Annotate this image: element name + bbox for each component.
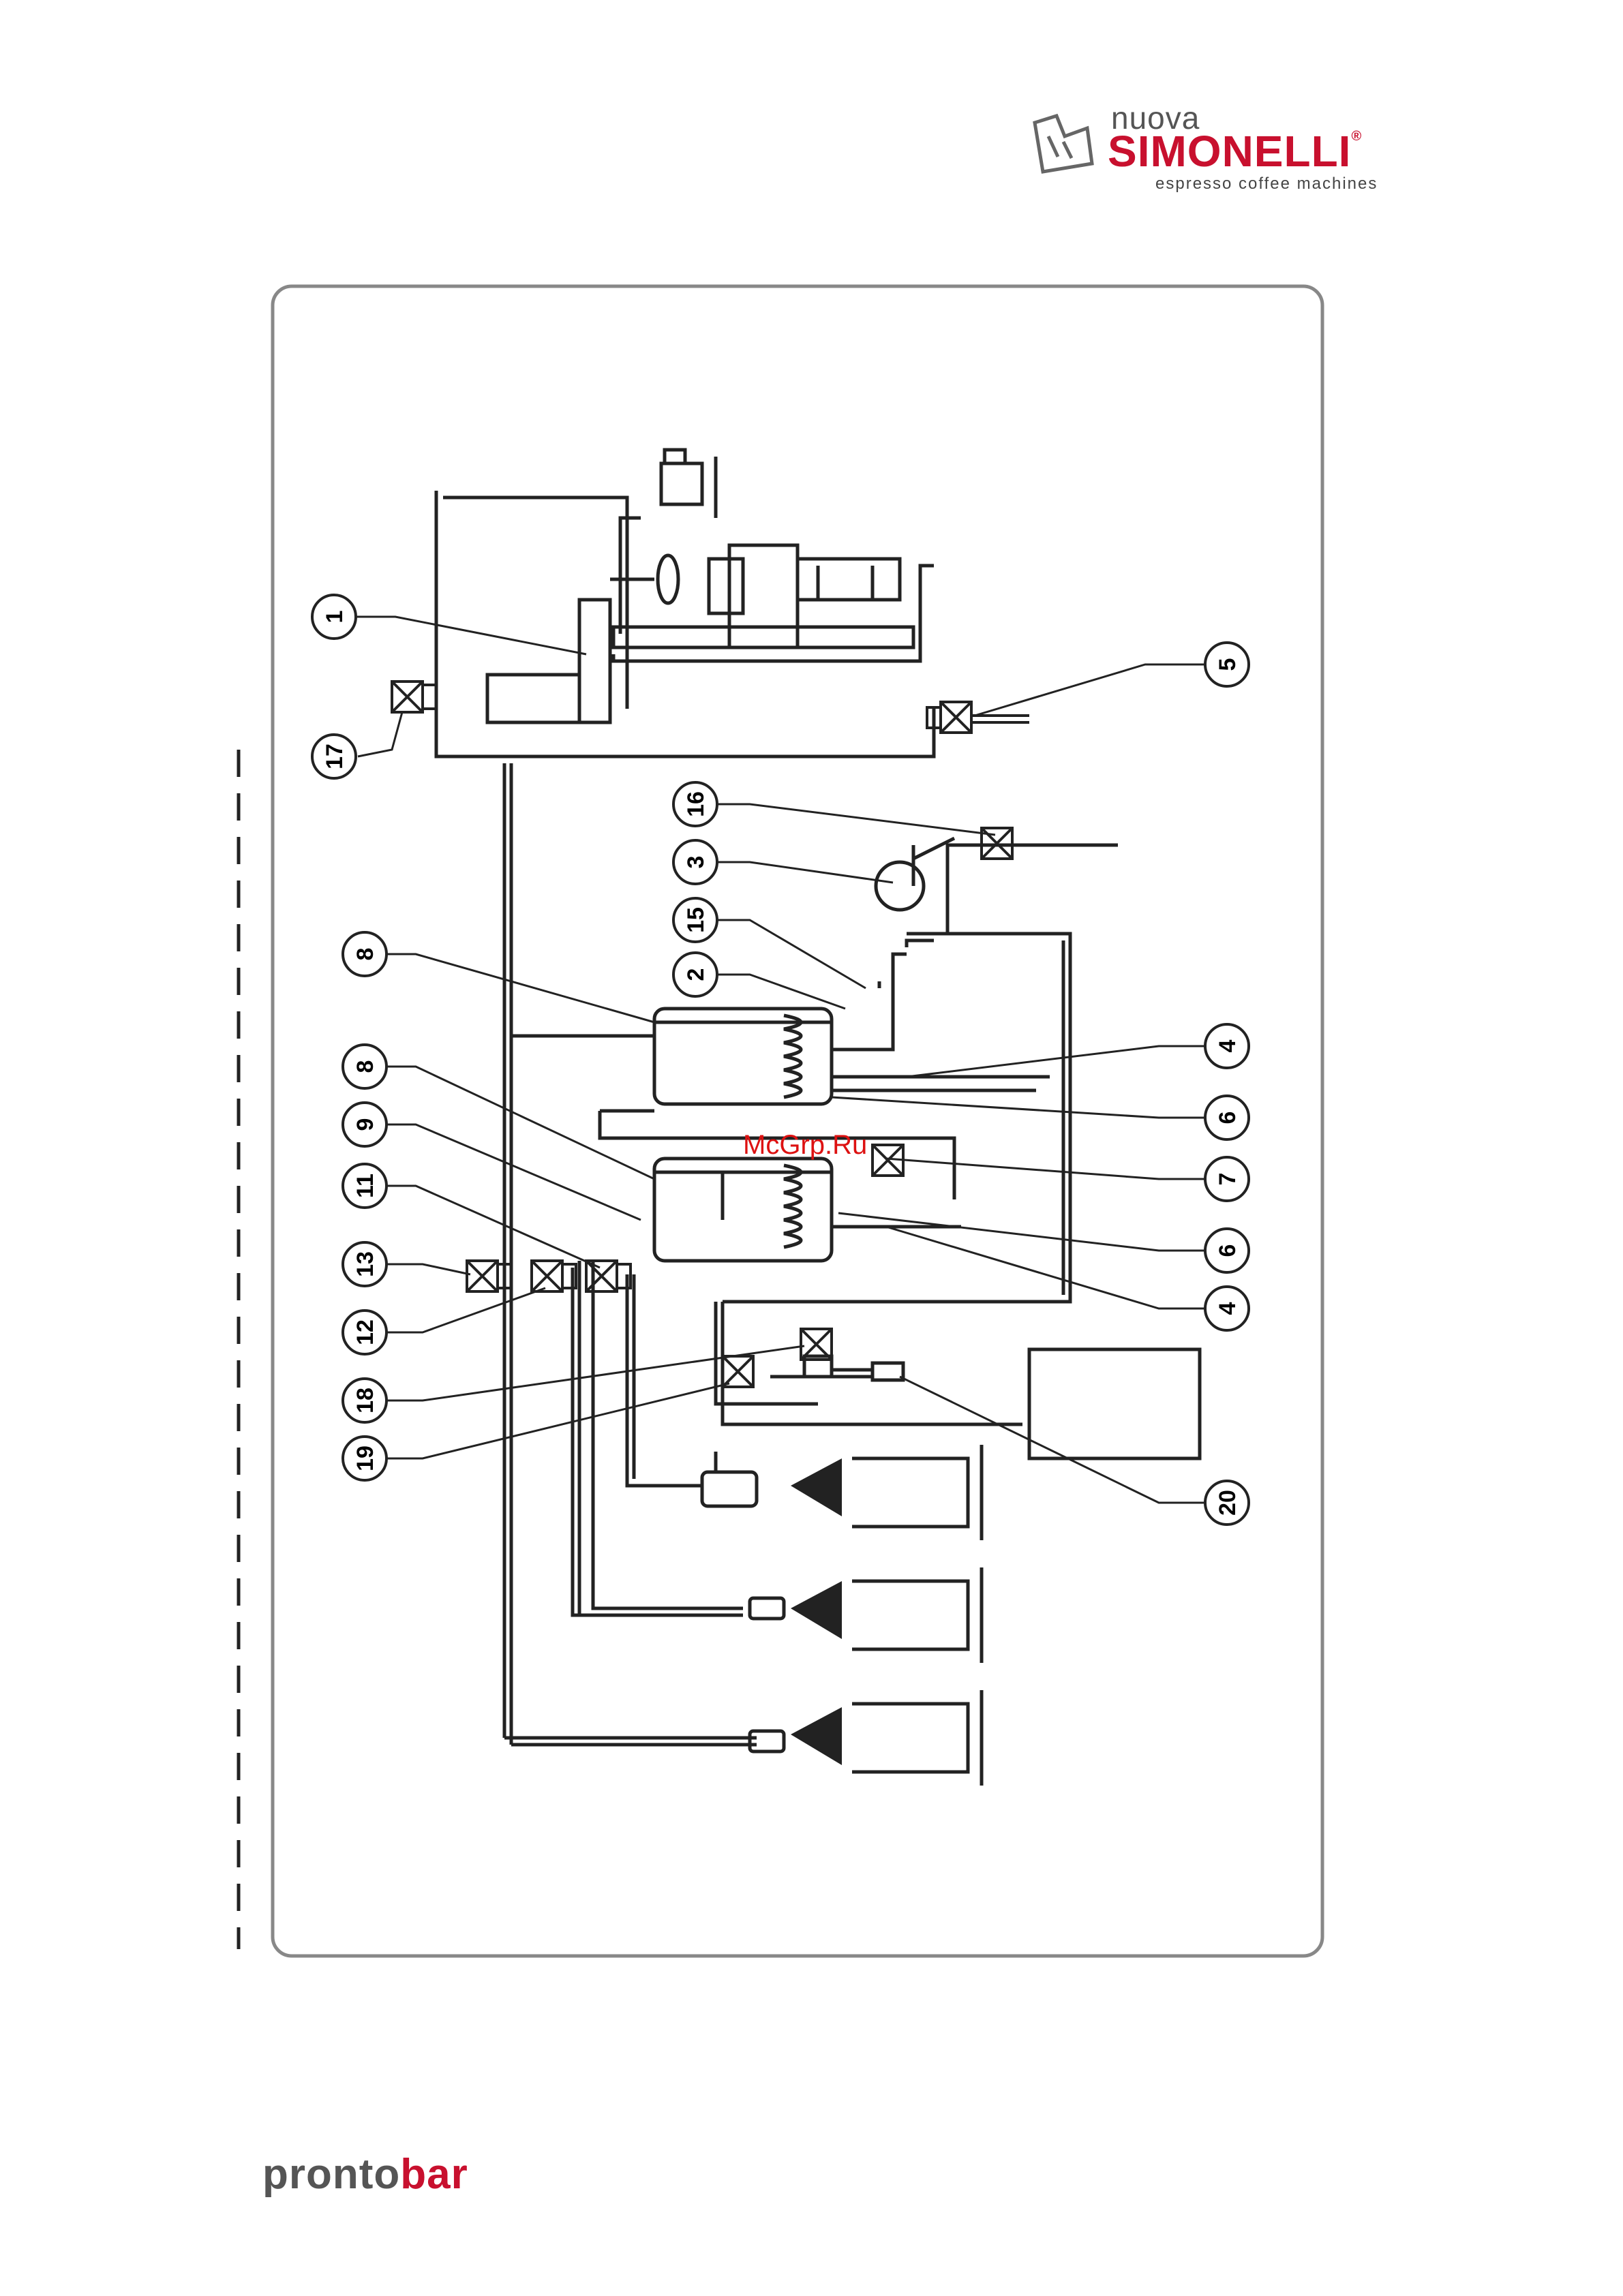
dispenser-nozzles [791,1458,842,1765]
valve-5-icon [927,702,1029,733]
callout-label: 6 [1215,1112,1241,1124]
callout-16: 16 [673,782,717,826]
callout-2: 2 [673,953,717,996]
callout-label: 20 [1215,1490,1241,1516]
callout-label: 2 [683,968,709,981]
callout-19: 19 [343,1437,386,1480]
callout-label: 13 [352,1251,378,1277]
callout-label: 5 [1215,658,1241,671]
callout-label: 11 [352,1174,378,1198]
callout-1: 1 [312,595,356,639]
callout-12: 12 [343,1311,386,1354]
footer-logo-word-b: bar [400,2151,468,2198]
callout-15: 15 [673,898,717,942]
callout-label: 19 [352,1445,378,1471]
callout-label: 3 [683,856,709,869]
callout-label: 17 [322,744,348,769]
callout-5: 5 [1205,643,1249,686]
callout-leaders [354,617,1207,1503]
callout-label: 16 [683,791,709,817]
callout-8b: 8 [343,1045,386,1088]
callout-11: 11 [343,1164,386,1208]
footer-logo: prontobar [262,2154,468,2196]
callout-label: 18 [352,1388,378,1413]
diagram-frame [273,286,1322,1956]
callout-label: 4 [1215,1302,1241,1315]
callout-17: 17 [312,735,356,778]
valve-17-icon [392,682,436,712]
callout-label: 8 [352,1060,378,1073]
pipework [436,450,1200,1786]
callout-label: 4 [1215,1039,1241,1052]
callout-8a: 8 [343,932,386,976]
callout-label: 7 [1215,1173,1241,1186]
callout-18: 18 [343,1379,386,1422]
callout-9: 9 [343,1103,386,1146]
callout-3: 3 [673,840,717,884]
valve-12-icon [532,1261,576,1291]
callout-20: 20 [1205,1481,1249,1525]
callout-label: 8 [352,948,378,961]
callout-label: 12 [352,1319,378,1345]
callout-circles: 1 17 5 16 3 15 2 8 8 9 11 13 12 18 19 4 … [312,595,1249,1525]
footer-logo-word-a: pronto [262,2151,400,2198]
callout-6b: 6 [1205,1229,1249,1272]
callout-label: 9 [352,1118,378,1131]
callout-13: 13 [343,1242,386,1286]
callout-4a: 4 [1205,1024,1249,1068]
valve-19-icon [723,1356,753,1387]
callout-label: 6 [1215,1244,1241,1257]
callout-7: 7 [1205,1157,1249,1201]
callout-4b: 4 [1205,1287,1249,1330]
callout-label: 15 [683,907,709,933]
watermark-text: McGrp.Ru [743,1131,867,1159]
callout-6a: 6 [1205,1096,1249,1139]
callout-label: 1 [322,611,348,624]
